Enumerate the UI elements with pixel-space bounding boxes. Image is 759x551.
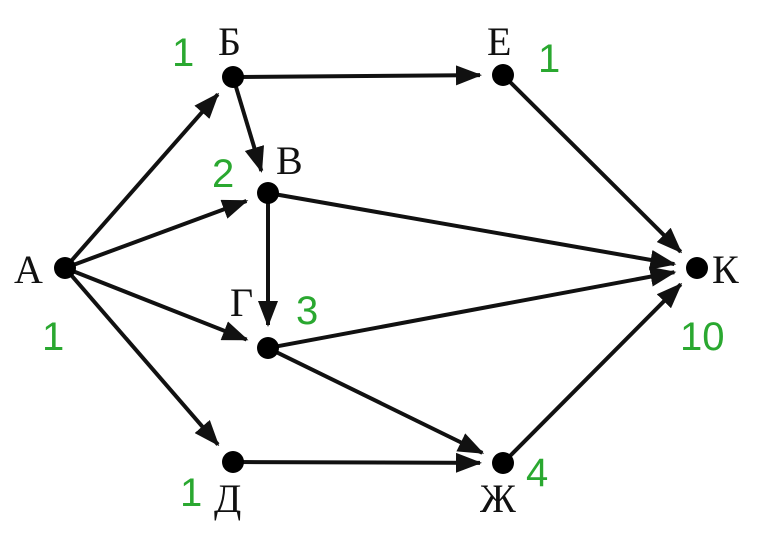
node-B bbox=[222, 66, 244, 88]
nodes-layer bbox=[54, 64, 708, 474]
edge-A-B bbox=[67, 92, 220, 265]
path-count-A: 1 bbox=[42, 315, 64, 359]
edge-G-Zh bbox=[273, 349, 485, 455]
edge-B-E bbox=[239, 65, 483, 86]
edge-B-V bbox=[232, 82, 264, 173]
node-G bbox=[257, 337, 279, 359]
path-count-K: 10 bbox=[680, 315, 725, 359]
path-count-Zh: 4 bbox=[526, 451, 548, 495]
path-count-G: 3 bbox=[296, 289, 318, 333]
node-Zh bbox=[492, 452, 514, 474]
node-label-K: К bbox=[712, 247, 739, 292]
node-K bbox=[686, 257, 708, 279]
node-label-D: Д bbox=[214, 476, 241, 521]
node-label-V: В bbox=[276, 138, 303, 183]
edge-V-K bbox=[274, 192, 677, 270]
path-count-E: 1 bbox=[538, 37, 560, 81]
node-E bbox=[492, 64, 514, 86]
node-label-Zh: Ж bbox=[480, 476, 516, 521]
node-V bbox=[257, 182, 279, 204]
edge-A-D bbox=[67, 271, 220, 447]
node-label-G: Г bbox=[230, 280, 253, 325]
node-D bbox=[222, 451, 244, 473]
edges-layer bbox=[67, 65, 683, 473]
node-label-A: А bbox=[14, 247, 43, 292]
path-count-V: 2 bbox=[212, 152, 234, 196]
node-A bbox=[54, 257, 76, 279]
path-count-D: 1 bbox=[180, 471, 202, 515]
edge-A-V bbox=[70, 199, 249, 268]
edge-Zh-K bbox=[506, 282, 683, 460]
edge-A-G bbox=[70, 268, 249, 342]
edge-D-Zh bbox=[239, 452, 483, 473]
edge-G-K bbox=[274, 266, 677, 349]
path-count-B: 1 bbox=[172, 31, 194, 75]
node-label-E: Е bbox=[487, 19, 511, 64]
node-label-B: Б bbox=[218, 19, 241, 64]
edge-E-K bbox=[506, 78, 683, 254]
